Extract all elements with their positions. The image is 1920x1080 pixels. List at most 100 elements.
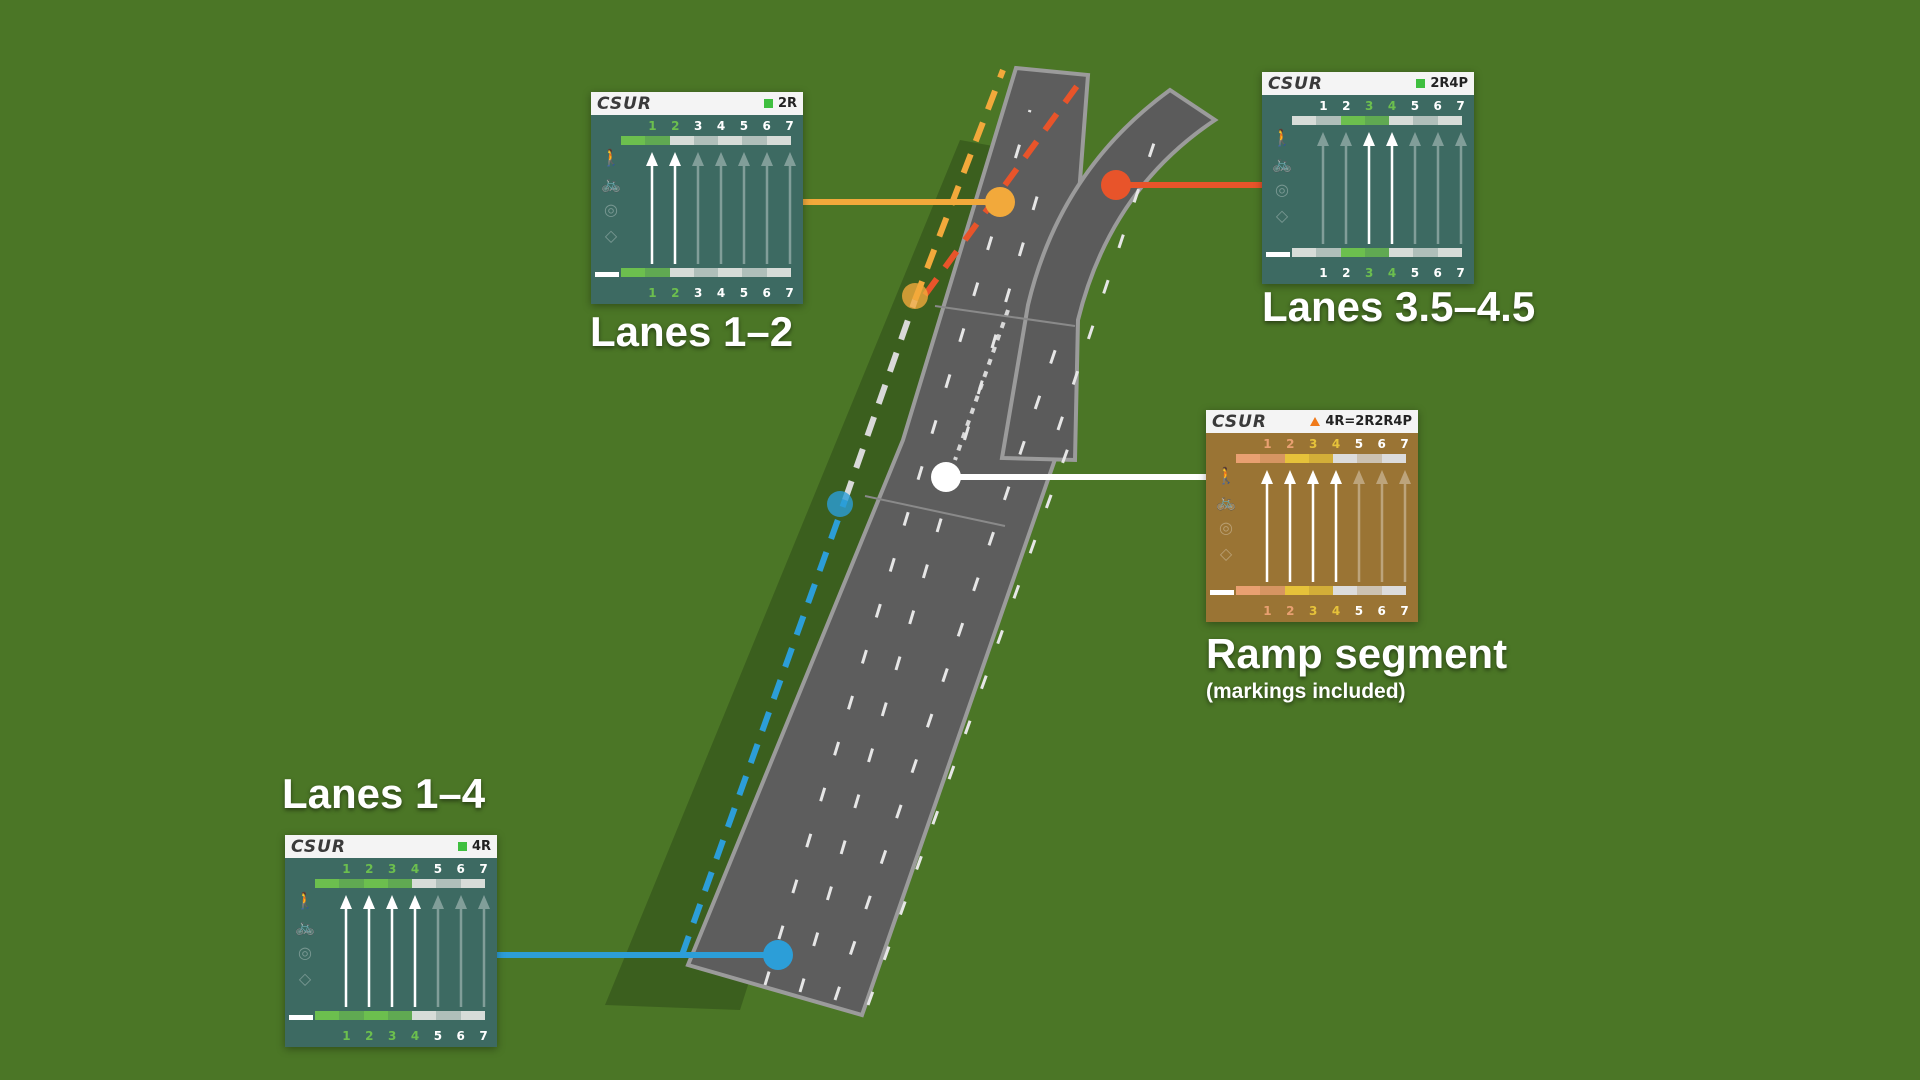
lane-arrow-icon [692,152,704,264]
lane-block [766,268,791,277]
lane-number: 3 [1308,604,1318,618]
lane-block [1340,116,1365,125]
lane-block [693,268,719,277]
lane-number: 6 [456,862,465,876]
lane-block [412,879,437,888]
lane-block [1308,454,1334,463]
leader-dot-orange[interactable] [1101,170,1131,200]
lane-number: 2 [365,1029,374,1043]
csur-logo: CSUR [1212,411,1268,432]
lane-block [315,1011,340,1020]
status-square-icon [457,842,467,851]
pedestrian-icon: 🚶 [1216,466,1236,485]
lane-block [742,136,767,145]
lane-block [1389,116,1414,125]
lane-number: 6 [1433,99,1442,113]
lane-number: 6 [762,286,771,300]
lane-number: 1 [342,862,351,876]
lane-arrows [1317,132,1467,244]
lane-block [1437,116,1462,125]
lane-arrow-icon [1284,470,1296,582]
lane-number: 4 [1331,604,1341,618]
lane-block [1236,454,1261,463]
leader-dot-white[interactable] [931,462,961,492]
lane-arrow-icon [432,895,444,1007]
segment-joint [934,305,1076,327]
lane-arrows [340,895,490,1007]
lane-block [1381,586,1406,595]
lane-block [1381,454,1406,463]
status-square-icon [763,99,773,108]
bus-icon: ◇ [604,226,618,245]
guide-line-yellow [912,68,1006,302]
lane-arrow-icon [738,152,750,264]
leader-dot-yellow[interactable] [985,187,1015,217]
lane-arrow-icon [646,152,658,264]
lane-number: 6 [456,1029,465,1043]
csur-logo: CSUR [291,836,347,857]
bus-icon: ◇ [298,969,312,988]
lane-number: 7 [785,119,794,133]
lane-number: 4 [1387,99,1397,113]
lane-block [1260,454,1285,463]
lane-block [339,1011,364,1020]
lane-arrow-icon [1432,132,1444,244]
leader-dot-blue[interactable] [763,940,793,970]
lane-number: 2 [365,862,374,876]
lane-block [412,1011,437,1020]
card-header: CSUR 2R4P [1262,72,1474,95]
lane-block [1413,248,1438,257]
lane-number: 5 [1354,437,1364,451]
csur-logo: CSUR [1268,73,1324,94]
card-header: CSUR 4R [285,835,497,858]
lane-block [315,879,340,888]
lane-number: 3 [693,286,703,300]
lane-block [1437,248,1462,257]
bicycle-icon: 🚲 [601,174,621,193]
lane-arrow-icon [1409,132,1421,244]
lane-block [1236,586,1261,595]
lane-strip-top [621,136,791,145]
lane-block [436,879,461,888]
lane-number: 1 [342,1029,351,1043]
lane-number: 5 [433,1029,443,1043]
label-ramp-segment: Ramp segment [1206,630,1508,677]
tram-icon: ◎ [1219,518,1233,537]
lane-block [1308,586,1334,595]
lane-number: 3 [387,862,397,876]
lane-number: 6 [762,119,771,133]
lane-number: 4 [410,862,420,876]
lane-block [1364,248,1390,257]
lane-arrow-icon [478,895,490,1007]
lane-block [766,136,791,145]
lane-block [1260,586,1285,595]
lane-block [1357,454,1382,463]
bicycle-icon: 🚲 [295,917,315,936]
lane-number: 2 [1342,266,1351,280]
edge-marker [289,1015,313,1020]
lane-arrow-icon [409,895,421,1007]
lane-number: 3 [387,1029,397,1043]
lane-number: 4 [716,119,726,133]
bus-icon: ◇ [1275,206,1289,225]
edge-marker [1266,252,1290,257]
card-header: CSUR 2R [591,92,803,115]
lane-block [669,136,694,145]
lane-number: 2 [1342,99,1351,113]
lane-arrow-icon [1455,132,1467,244]
lane-number: 7 [1400,604,1409,618]
lane-number: 2 [1286,604,1295,618]
lane-block [1389,248,1414,257]
lane-number: 1 [1319,99,1328,113]
lane-arrow-icon [1376,470,1388,582]
lane-block [669,268,694,277]
ramp-road [999,87,1219,463]
lane-block [718,136,743,145]
